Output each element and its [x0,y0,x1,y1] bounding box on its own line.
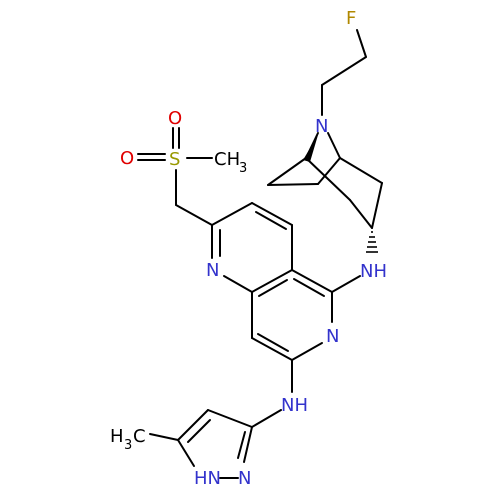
bond-c4pz-c5pz-inner [187,419,211,443]
bond-ch2-c2 [175,204,213,226]
atom-ring-nitrogen-left: N [206,260,219,281]
atom-pyrazole-nitrogen: N [238,468,251,489]
bond-c7-c8-inner [257,333,289,352]
bond-c2-c3-ring [211,202,253,226]
atom-methyl-ch: CH [214,149,240,170]
atom-sulfonyl-oxygen-top: O [168,108,182,129]
bond-c8a-c4a-inner [258,279,288,297]
bond-c5pz-nh [177,439,195,467]
bond-c4a-c5-inner [293,278,325,297]
atom-sulfonyl-oxygen-left: O [120,148,134,169]
bond-c4-c3 [371,182,383,229]
bond-c3-c4-ring [251,202,293,226]
bond-c4a-c8a [251,269,293,293]
bond-n-bridgehead-right [327,132,341,159]
bond-n6-c7 [291,342,323,361]
atom-bridge-nitrogen: N [315,116,328,137]
bond-c6-c7 [267,183,319,186]
bond-f-c [356,29,367,58]
bond-c4a-c5 [291,269,333,293]
atom-methyl-subscript: 3 [239,161,247,176]
bond-n-c3pz [243,426,253,463]
atom-pyrazole-methyl-c: C [133,426,146,447]
bond-c3pz-c4pz [207,409,253,428]
bond-n-c3pz-inner [237,431,246,459]
bond-c7-c8 [251,337,293,361]
bond-c8a-n1 [223,275,253,293]
bond-nh-c3pz [251,409,282,428]
atom-ring-nitrogen-right: N [326,326,339,347]
bond-ch2-ch2 [321,56,367,86]
bond-bh-left-c2 [305,157,351,201]
bond-bh-right-c4 [339,157,383,184]
atom-amine-nh-right: NH [360,261,387,282]
bonds [137,29,383,479]
bond-c5pz-ch3 [149,433,179,441]
bond-c4pz-c5pz [177,409,209,441]
atom-amine-nh-bottom: NH [281,395,308,416]
bond-bh-left-c6 [267,157,307,186]
atom-fluorine: F [346,8,356,29]
bond-c7-bh-right [317,157,341,185]
atom-labels: F N O O S CH 3 N NH N NH N HN H 3 C [110,8,387,489]
hashed-wedge-c3-nh [366,231,378,253]
atom-sulfur: S [169,149,180,170]
atom-pyrazole-hn: HN [194,468,221,489]
bond-c2-c3 [349,199,373,229]
bond-c3-c4-ring-inner [255,211,287,230]
atom-pyrazole-methyl-subscript: 3 [124,438,132,453]
atom-pyrazole-methyl-h: H [110,426,124,447]
bond-c5-nh [331,275,361,293]
wedge-bridgehead [303,135,318,162]
